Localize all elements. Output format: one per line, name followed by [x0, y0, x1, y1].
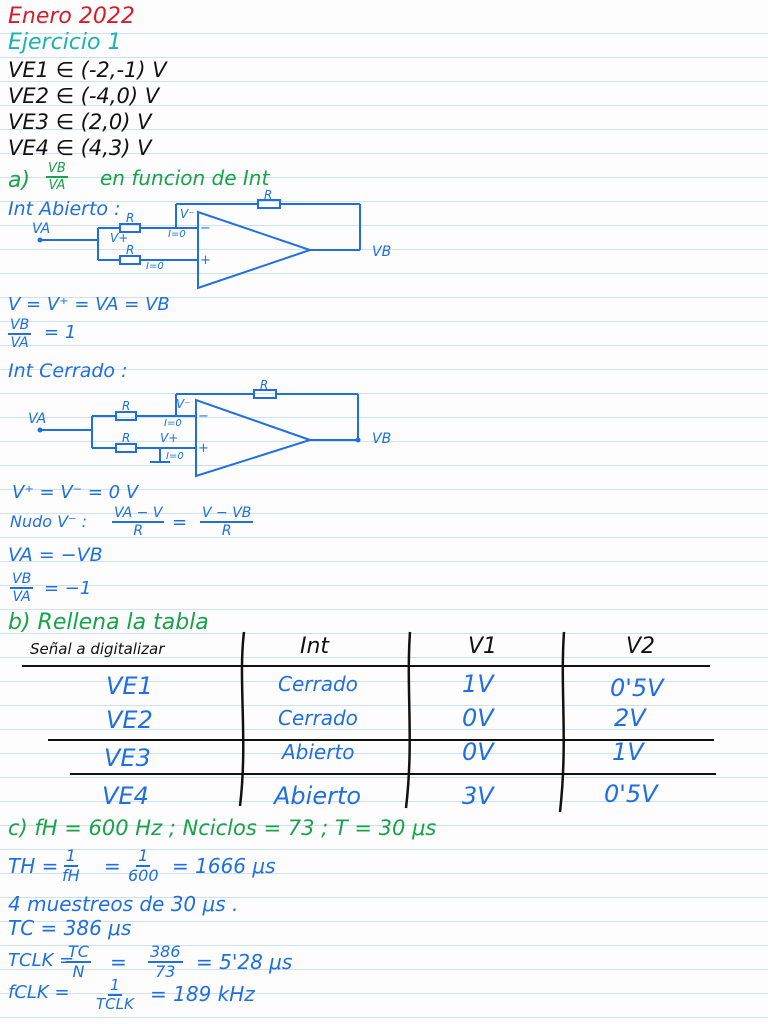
- open-va-label: VA: [32, 221, 51, 237]
- table-cell-v1: 0V: [462, 704, 494, 732]
- open-heading: Int Abierto :: [8, 198, 121, 220]
- closed-node-label: Nudo V⁻ :: [10, 512, 88, 531]
- open-minus-sign: −: [200, 221, 211, 236]
- closed-vplus-label: V+: [160, 431, 179, 445]
- closed-r1-label: R: [122, 399, 131, 413]
- page-title: Enero 2022: [8, 4, 135, 29]
- open-plus-sign: +: [200, 253, 211, 268]
- table-cell-signal: VE4: [102, 782, 149, 810]
- closed-vb-label: VB: [372, 431, 392, 447]
- tclk-result: = 5'28 μs: [196, 950, 293, 974]
- table-header-signal: Señal a digitalizar: [30, 640, 165, 658]
- table-header-v2: V2: [626, 634, 656, 659]
- table-cell-v2: 2V: [614, 704, 646, 732]
- table-cell-signal: VE1: [106, 672, 153, 700]
- closed-minus-sign: −: [198, 409, 209, 424]
- part-a-label: a): [8, 168, 31, 193]
- samples-text: 4 muestreos de 30 μs .: [8, 892, 239, 916]
- closed-rf-label: R: [260, 378, 269, 392]
- table-header-v1: V1: [468, 634, 498, 659]
- table-cell-int: Abierto: [274, 782, 362, 810]
- closed-i0-top: I=0: [164, 418, 182, 429]
- open-vb-label: VB: [372, 244, 392, 260]
- table-header-int: Int: [300, 634, 330, 659]
- open-i0-top: I=0: [168, 229, 186, 240]
- closed-eq3: VA = −VB: [8, 544, 103, 566]
- closed-node-eq: =: [172, 512, 188, 533]
- open-i0-bottom: I=0: [146, 261, 164, 272]
- input-range-ve2: VE2 ∈ (-4,0) V: [8, 84, 160, 108]
- input-range-ve4: VE4 ∈ (4,3) V: [8, 136, 152, 160]
- part-c-given: c) fH = 600 Hz ; Nciclos = 73 ; T = 30 μ…: [8, 816, 437, 840]
- part-a-text: en funcion de Int: [100, 166, 270, 190]
- table-cell-int: Abierto: [282, 740, 355, 764]
- closed-heading: Int Cerrado :: [8, 360, 128, 382]
- fclk-lhs: fCLK =: [8, 982, 70, 1003]
- closed-eq1: V⁺ = V⁻ = 0 V: [12, 482, 139, 503]
- tclk-eq: =: [110, 950, 127, 974]
- th-eq: =: [104, 854, 121, 878]
- tclk-lhs: TCLK =: [8, 950, 75, 971]
- input-range-ve3: VE3 ∈ (2,0) V: [8, 110, 152, 134]
- open-rf-label: R: [264, 188, 273, 202]
- table-cell-signal: VE3: [104, 744, 151, 772]
- open-eq1: V = V⁺ = VA = VB: [8, 294, 170, 315]
- exercise-title: Ejercicio 1: [8, 30, 122, 55]
- closed-eq4-rhs: = −1: [44, 578, 92, 599]
- table-cell-v2: 0'5V: [604, 780, 658, 808]
- fclk-result: = 189 kHz: [150, 982, 255, 1006]
- table-cell-v2: 0'5V: [610, 674, 664, 702]
- open-vminus-label: V⁻: [180, 207, 195, 221]
- th-result: = 1666 μs: [172, 854, 276, 878]
- open-r1-label: R: [126, 211, 135, 225]
- input-range-ve1: VE1 ∈ (-2,-1) V: [8, 58, 167, 82]
- closed-r2-label: R: [122, 431, 131, 445]
- table-cell-v1: 3V: [462, 782, 494, 810]
- table-cell-int: Cerrado: [278, 672, 358, 696]
- closed-vminus-label: V⁻: [176, 397, 191, 411]
- table-cell-int: Cerrado: [278, 706, 358, 730]
- tc-text: TC = 386 μs: [8, 916, 132, 940]
- closed-plus-sign: +: [198, 441, 209, 456]
- table-cell-v1: 1V: [462, 670, 494, 698]
- th-lhs: TH =: [8, 854, 59, 878]
- closed-va-label: VA: [28, 411, 47, 427]
- open-vplus-label: V+: [110, 231, 129, 245]
- table-cell-v1: 0V: [462, 738, 494, 766]
- part-b-label: b) Rellena la tabla: [8, 610, 209, 635]
- open-r2-label: R: [126, 243, 135, 257]
- table-cell-signal: VE2: [106, 706, 153, 734]
- closed-i0-bottom: I=0: [166, 451, 184, 462]
- open-eq2-rhs: = 1: [44, 322, 77, 343]
- table-cell-v2: 1V: [612, 738, 644, 766]
